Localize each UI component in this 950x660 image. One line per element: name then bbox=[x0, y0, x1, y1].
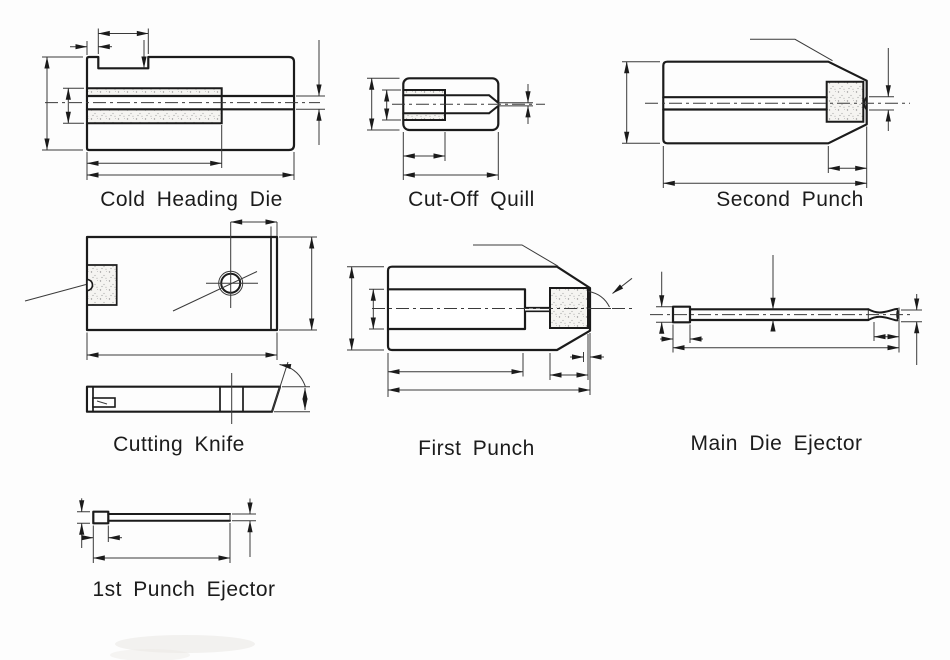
tip-angle-leader bbox=[612, 277, 633, 294]
first-punch-ejector-body bbox=[92, 510, 231, 525]
cut-off-quill-dimensions bbox=[367, 77, 531, 180]
label-cut-off-quill: Cut-Off Quill bbox=[408, 188, 535, 211]
cold-heading-die-body bbox=[45, 55, 320, 152]
main-die-ejector-view: Main Die Ejector bbox=[650, 255, 922, 455]
cutting-knife-dimensions bbox=[86, 219, 317, 360]
main-die-ejector-dimensions bbox=[656, 255, 922, 365]
leader-line bbox=[24, 284, 87, 302]
cold-heading-die-dimensions bbox=[42, 28, 325, 180]
angle-dimension-arc bbox=[279, 363, 306, 388]
leader-line bbox=[473, 244, 559, 267]
cut-off-quill-body bbox=[392, 77, 545, 132]
second-punch-dimensions bbox=[622, 48, 894, 188]
label-first-punch: First Punch bbox=[418, 437, 535, 460]
first-punch-ejector-view: 1st Punch Ejector bbox=[77, 498, 275, 601]
label-main-die-ejector: Main Die Ejector bbox=[690, 432, 862, 455]
cutting-knife-plan-view bbox=[24, 222, 279, 332]
label-second-punch: Second Punch bbox=[716, 188, 864, 211]
first-punch-view: First Punch bbox=[347, 244, 634, 460]
label-cold-heading-die: Cold Heading Die bbox=[100, 188, 283, 211]
tip-angle-arc bbox=[588, 291, 610, 308]
main-die-ejector-body bbox=[650, 305, 912, 324]
leader-line bbox=[750, 38, 833, 62]
bevel-extension-line bbox=[271, 361, 289, 412]
first-punch-ejector-dimensions bbox=[77, 498, 256, 563]
hole-leader-line bbox=[172, 271, 258, 312]
cutting-knife-view: Cutting Knife bbox=[24, 219, 317, 456]
cut-off-quill-view: Cut-Off Quill bbox=[367, 77, 545, 211]
cold-heading-die-view: Cold Heading Die bbox=[42, 28, 325, 211]
second-punch-view: Second Punch bbox=[622, 38, 910, 211]
scan-smudge bbox=[110, 649, 190, 660]
label-cutting-knife: Cutting Knife bbox=[113, 433, 245, 456]
first-punch-body bbox=[372, 244, 634, 352]
scan-smudge bbox=[115, 635, 255, 653]
cutting-knife-side-view bbox=[85, 361, 310, 424]
label-first-punch-ejector: 1st Punch Ejector bbox=[92, 578, 275, 601]
second-punch-body bbox=[645, 38, 910, 145]
first-punch-dimensions bbox=[347, 266, 604, 397]
